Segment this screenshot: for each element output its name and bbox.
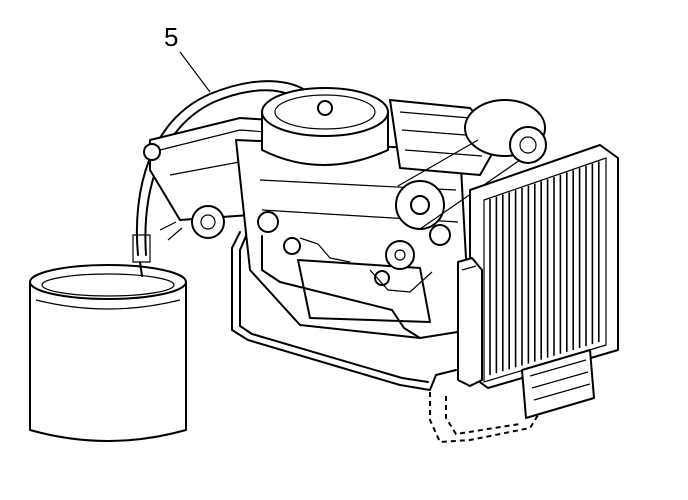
coolant-line: [231, 231, 457, 391]
drain-container: [29, 264, 187, 442]
radiator: [457, 144, 619, 389]
air-cleaner: [261, 87, 389, 166]
radiator-mount: [521, 349, 595, 419]
hidden-line: [429, 392, 541, 444]
crank-pulley: [385, 139, 521, 270]
sensor-fitting: [159, 211, 390, 286]
callout-leader-line: [179, 51, 211, 93]
alternator: [464, 99, 547, 164]
callout-label: 5: [164, 22, 179, 52]
